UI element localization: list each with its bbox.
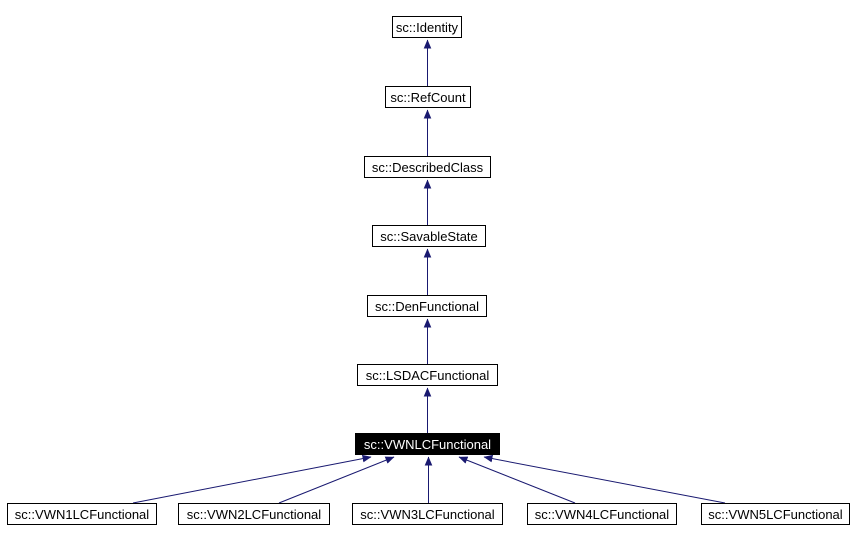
node-sc-savablestate[interactable]: sc::SavableState xyxy=(372,225,486,247)
node-label: sc::VWN4LCFunctional xyxy=(534,506,670,522)
node-label: sc::VWN3LCFunctional xyxy=(360,506,495,522)
node-label: sc::LSDACFunctional xyxy=(365,367,490,383)
node-sc-vwn5lcfunctional[interactable]: sc::VWN5LCFunctional xyxy=(701,503,850,525)
node-label: sc::SavableState xyxy=(380,228,478,244)
node-label: sc::Identity xyxy=(395,19,459,35)
node-sc-vwn4lcfunctional[interactable]: sc::VWN4LCFunctional xyxy=(527,503,677,525)
node-sc-vwn2lcfunctional[interactable]: sc::VWN2LCFunctional xyxy=(178,503,330,525)
node-label: sc::RefCount xyxy=(390,89,466,105)
edge-vwn2lc-to-vwnlc xyxy=(278,456,395,504)
node-label: sc::VWN1LCFunctional xyxy=(14,506,150,522)
edge-vwn5lc-to-vwnlc xyxy=(483,454,726,504)
node-label: sc::VWN2LCFunctional xyxy=(186,506,322,522)
edge-vwn1lc-to-vwnlc xyxy=(132,454,372,504)
node-label: sc::VWN5LCFunctional xyxy=(708,506,843,522)
node-sc-vwnlcfunctional-current: sc::VWNLCFunctional xyxy=(355,433,500,455)
node-sc-identity[interactable]: sc::Identity xyxy=(392,16,462,38)
edge-vwn4lc-to-vwnlc xyxy=(458,456,576,504)
node-label: sc::VWNLCFunctional xyxy=(363,436,492,452)
node-sc-refcount[interactable]: sc::RefCount xyxy=(385,86,471,108)
node-label: sc::DenFunctional xyxy=(374,298,480,314)
node-label: sc::DescribedClass xyxy=(371,159,484,175)
node-sc-vwn3lcfunctional[interactable]: sc::VWN3LCFunctional xyxy=(352,503,503,525)
node-sc-describedclass[interactable]: sc::DescribedClass xyxy=(364,156,491,178)
node-sc-denfunctional[interactable]: sc::DenFunctional xyxy=(367,295,487,317)
node-sc-lsdacfunctional[interactable]: sc::LSDACFunctional xyxy=(357,364,498,386)
node-sc-vwn1lcfunctional[interactable]: sc::VWN1LCFunctional xyxy=(7,503,157,525)
